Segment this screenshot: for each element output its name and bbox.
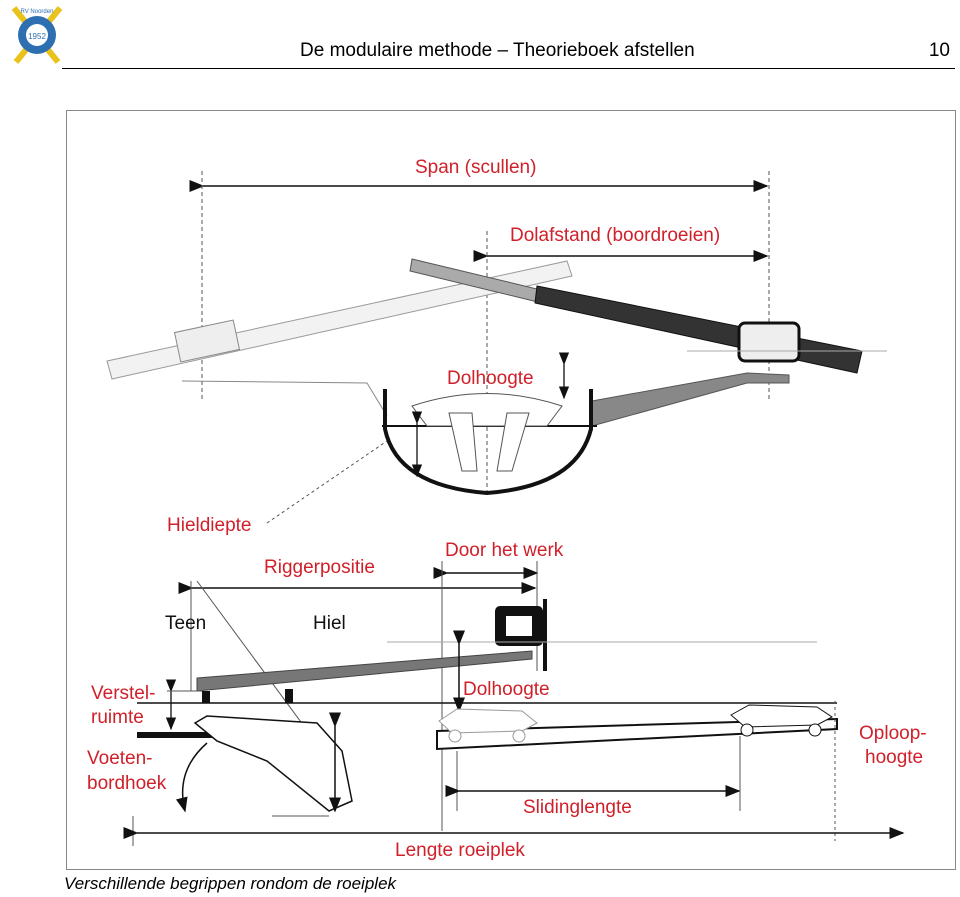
left-rigger: [181, 380, 388, 417]
footrest-right: [496, 412, 530, 472]
hiel-label: Hiel: [313, 613, 346, 634]
seat-top: [411, 393, 563, 427]
slidinglengte-label: Slidinglengte: [523, 797, 632, 818]
club-logo: 1952 RV Noorden: [11, 6, 63, 64]
verstel-label-2: ruimte: [91, 707, 144, 728]
header-divider: [62, 68, 955, 69]
dolafstand-label: Dolafstand (boordroeien): [510, 225, 720, 246]
teen-label: Teen: [165, 613, 206, 634]
oploop-label-2: hoogte: [865, 747, 923, 768]
lengte-roeiplek-label: Lengte roeiplek: [395, 840, 525, 861]
right-oarlock: [737, 321, 801, 363]
side-rigger: [196, 650, 533, 692]
riggerpositie-label: Riggerpositie: [264, 557, 375, 578]
left-oarlock: [173, 319, 241, 363]
right-rigger: [591, 372, 790, 427]
footrest-left: [448, 412, 478, 472]
left-oar: [106, 260, 573, 380]
span-label: Span (scullen): [415, 157, 536, 178]
slide-rail: [436, 717, 838, 751]
boat-hull-section: [383, 389, 593, 496]
page-number: 10: [928, 40, 950, 61]
rowing-diagram-frame: Span (scullen) Dolafstand (boordroeien) …: [66, 110, 956, 870]
logo-year: 1952: [28, 32, 46, 41]
right-oar: [534, 285, 863, 374]
verstel-label-1: Verstel-: [91, 683, 155, 704]
dolhoogte-top-label: Dolhoogte: [447, 368, 534, 389]
page-title: De modulaire methode – Theorieboek afste…: [300, 40, 695, 61]
oploop-label-1: Oploop-: [859, 723, 927, 744]
voeten-label-1: Voeten-: [87, 748, 153, 769]
foot-stretcher-shoe: [193, 715, 353, 812]
rowing-diagram: Span (scullen) Dolafstand (boordroeien) …: [87, 157, 927, 861]
voetenbordhoek-arc: [175, 742, 208, 813]
dolhoogte-side-label: Dolhoogte: [463, 679, 550, 700]
hieldiepte-label: Hieldiepte: [167, 515, 252, 536]
seat-front-position: [438, 708, 538, 734]
door-het-werk-label: Door het werk: [445, 540, 564, 561]
hieldiepte-leader: [266, 440, 388, 524]
figure-caption: Verschillende begrippen rondom de roeipl…: [64, 874, 397, 893]
logo-text: RV Noorden: [21, 9, 54, 15]
voeten-label-2: bordhoek: [87, 773, 167, 794]
